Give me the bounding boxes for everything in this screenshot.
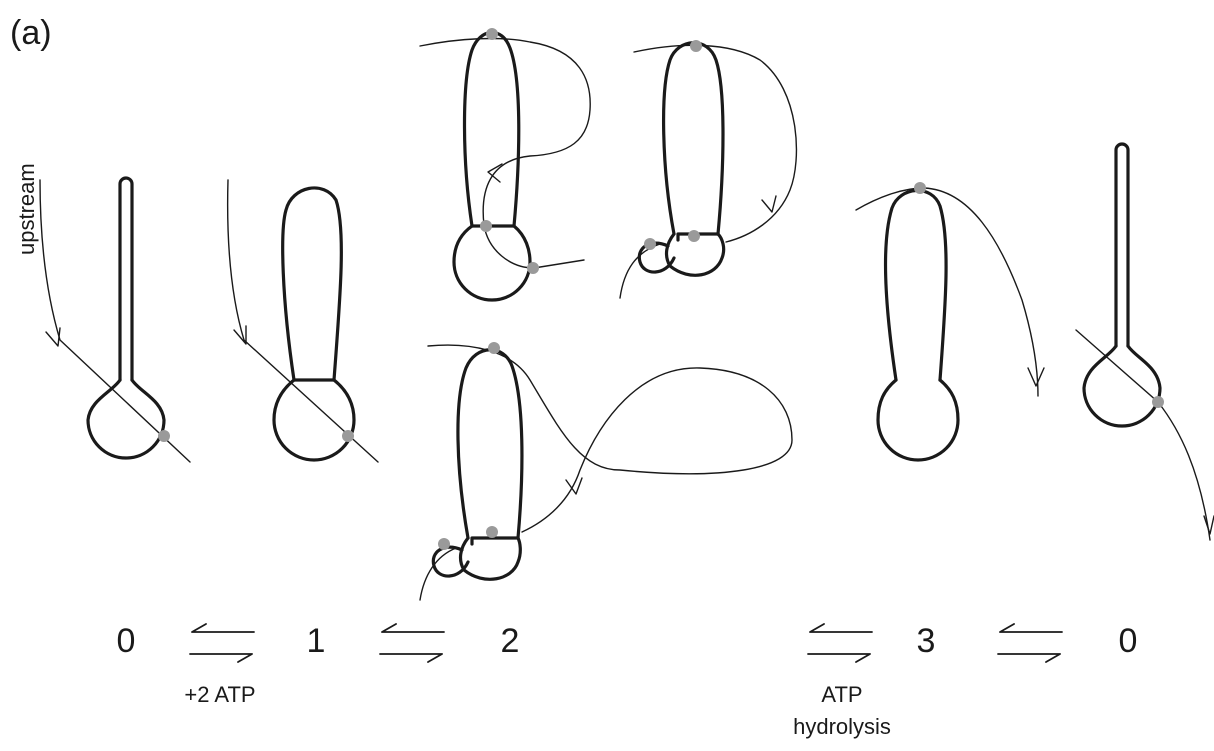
dna-strand [419,37,591,269]
arrowhead-icon [1027,367,1045,387]
arrowhead-icon [761,195,777,213]
equilibrium-arrows-0-1 [189,623,255,663]
state-2b-structure [619,40,798,299]
reverse-arrow [191,623,255,633]
upper-lobe [281,186,343,382]
equilibrium-arrows-2-3 [807,623,873,663]
state-3-structure [855,182,1045,462]
dna-strand-lower [419,547,457,601]
contact-point [690,40,702,52]
loop-head [86,378,166,460]
forward-arrow [189,653,253,663]
forward-arrow [379,653,443,663]
state-label-3: 3 [917,622,936,660]
arrowhead-icon [233,325,247,345]
arrowhead-icon [565,477,583,495]
upper-lobe [883,188,948,382]
reverse-arrow [809,623,873,633]
atp-hydrolysis-label-line2: hydrolysis [793,714,891,739]
panel-label: (a) [10,14,52,52]
state-label-2: 2 [501,622,520,660]
contact-point [527,262,539,274]
contact-point [158,430,170,442]
state-0-right-structure [1075,142,1214,541]
contact-point [486,28,498,40]
state-label-0-left: 0 [117,622,136,660]
contact-point [488,342,500,354]
contact-point [486,526,498,538]
upper-lobe [462,30,521,228]
arrowhead-icon [45,327,61,347]
dna-strand [39,179,191,463]
upstream-label: upstream [14,163,39,255]
equilibrium-arrows-3-0 [997,623,1063,663]
arrowhead-icon [487,163,503,183]
state-1-structure [226,179,379,463]
atp-binding-label: +2 ATP [184,682,255,707]
atp-hydrolysis-label-line1: ATP [821,682,862,707]
contact-point [644,238,656,250]
upper-lobe [661,41,725,236]
loop-head [876,378,960,462]
contact-point [342,430,354,442]
contact-point [438,538,450,550]
state-2c-structure [419,342,793,601]
loop-head [272,378,356,462]
crossbar [676,232,720,242]
contact-point [480,220,492,232]
dna-strand [855,187,1039,397]
state-0-structure [39,176,191,463]
equilibrium-arrows-1-2 [379,623,445,663]
dna-strand [427,344,793,533]
forward-arrow [997,653,1061,663]
dna-strand [226,179,379,463]
loop-head [664,232,726,277]
state-2a-structure [419,28,591,302]
stem [118,176,134,382]
upper-lobe [456,348,524,540]
reverse-arrow [381,623,445,633]
state-label-0-right: 0 [1119,622,1138,660]
arrowhead-icon [1203,515,1214,535]
state-label-1: 1 [307,622,326,660]
reverse-arrow [999,623,1063,633]
crossbar [470,536,520,546]
loop-head [458,536,522,581]
loop-head [1082,344,1162,428]
forward-arrow [807,653,871,663]
contact-point [914,182,926,194]
contact-point [1152,396,1164,408]
stem [1114,142,1130,348]
contact-point [688,230,700,242]
loop-head [452,224,532,302]
